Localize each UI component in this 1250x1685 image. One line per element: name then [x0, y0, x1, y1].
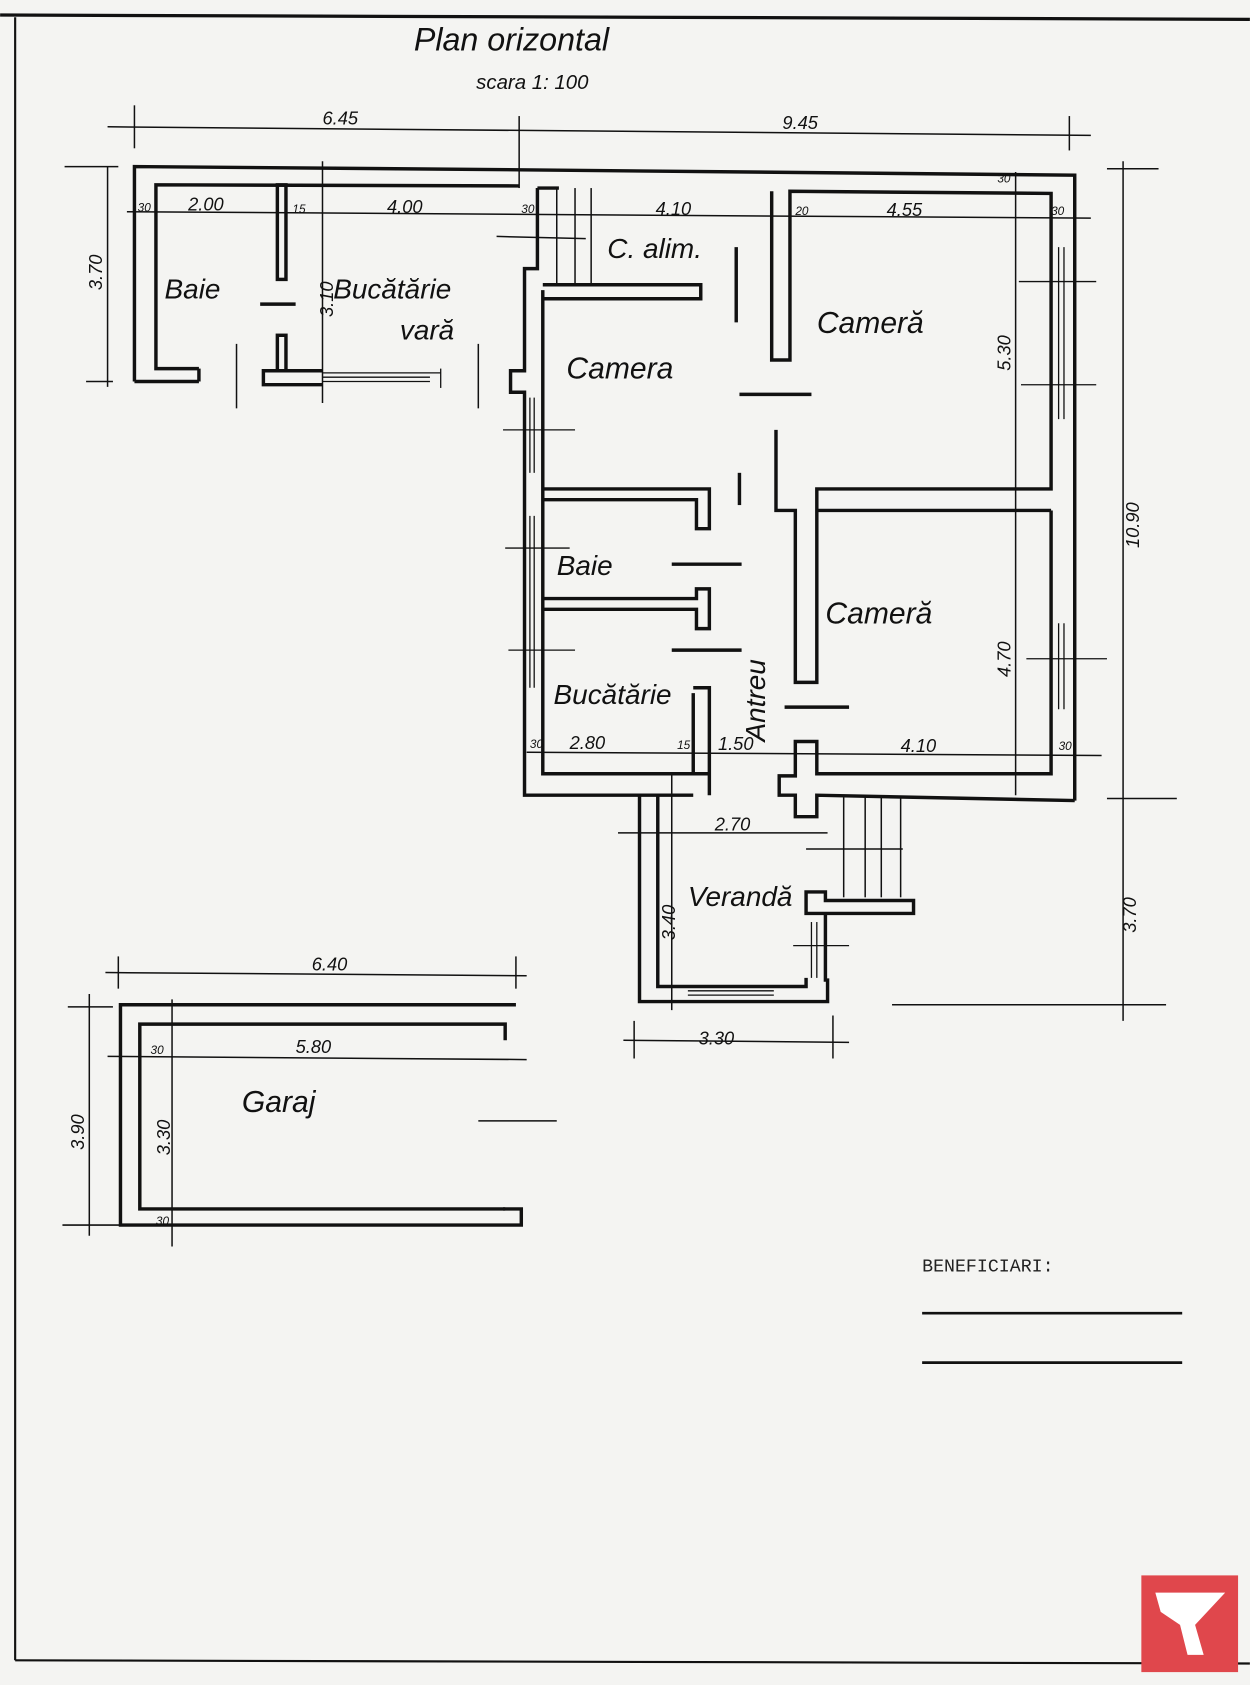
house-walls	[508, 168, 1077, 1004]
room-label-garaj: Garaj	[242, 1086, 317, 1119]
dim-label: 3.70	[85, 255, 106, 291]
dim-label: 3.30	[699, 1028, 735, 1049]
dim-label: 4.10	[901, 735, 937, 756]
dim-label: 2.00	[187, 194, 224, 215]
room-labels: Baie Bucătărie vară C. alim. Camera Came…	[165, 233, 933, 1119]
dim-label: 3.30	[153, 1120, 174, 1156]
plan-scale: scara 1: 100	[476, 72, 589, 94]
dim-label: 30	[1051, 204, 1065, 218]
room-label-vara: vară	[400, 315, 454, 346]
dim-label: 30	[156, 1214, 170, 1228]
dim-label: 3.90	[67, 1114, 88, 1150]
summer-kitchen-window	[322, 368, 442, 388]
room-label-veranda: Verandă	[688, 881, 793, 912]
dim-label: 6.40	[312, 953, 348, 974]
room-label-camara: C. alim.	[607, 233, 702, 264]
dim-label: 15	[677, 738, 691, 752]
summer-kitchen-walls	[132, 164, 520, 387]
dim-label: 20	[794, 204, 809, 218]
dim-label: 30	[997, 172, 1011, 186]
watermark-logo	[1141, 1575, 1239, 1673]
dim-label: 3.70	[1119, 897, 1140, 933]
stairs	[496, 188, 903, 898]
dim-label: 30	[521, 202, 535, 216]
dim-label: 1.50	[718, 733, 754, 754]
dim-label: 30	[1059, 739, 1073, 753]
dim-label: 30	[530, 737, 544, 751]
room-label-baie-vara: Baie	[165, 274, 221, 305]
windows	[503, 247, 1107, 996]
dim-label: 5.30	[993, 335, 1014, 371]
dim-label: 3.10	[316, 281, 337, 317]
room-label-camera-2: Cameră	[817, 307, 924, 340]
page-frame	[0, 13, 1250, 1665]
garage-walls	[118, 1003, 524, 1227]
room-label-camera-3: Cameră	[825, 597, 932, 630]
plan-title: Plan orizontal	[414, 22, 610, 58]
room-label-antreu: Antreu	[740, 659, 771, 743]
room-label-camera-1: Camera	[566, 352, 673, 385]
dim-label: 2.70	[714, 814, 751, 835]
dimension-lines	[62, 105, 1177, 1247]
beneficiari-label: BENEFICIARI:	[922, 1257, 1053, 1277]
room-label-baie: Baie	[557, 550, 613, 581]
dim-label: 3.40	[658, 905, 679, 941]
dim-label: 4.10	[656, 198, 692, 219]
room-label-bucatarie: Bucătărie	[554, 679, 672, 710]
dim-label: 4.00	[387, 196, 423, 217]
dim-label: 4.70	[993, 641, 1014, 677]
dim-label: 2.80	[569, 732, 606, 753]
dimension-labels: 6.45 9.45 2.00 4.00 4.10 4.55 20 15 30 3…	[67, 108, 1143, 1228]
room-label-bucatarie-vara: Bucătărie	[333, 274, 451, 305]
dim-label: 9.45	[782, 112, 818, 133]
dim-label: 10.90	[1122, 502, 1143, 548]
dim-label: 30	[151, 1043, 165, 1057]
dim-label: 15	[292, 202, 306, 216]
door-marks	[671, 247, 850, 709]
dim-label: 6.45	[322, 108, 358, 129]
dim-label: 5.80	[296, 1036, 332, 1057]
dim-label: 4.55	[887, 199, 923, 220]
dim-label: 30	[138, 201, 152, 215]
